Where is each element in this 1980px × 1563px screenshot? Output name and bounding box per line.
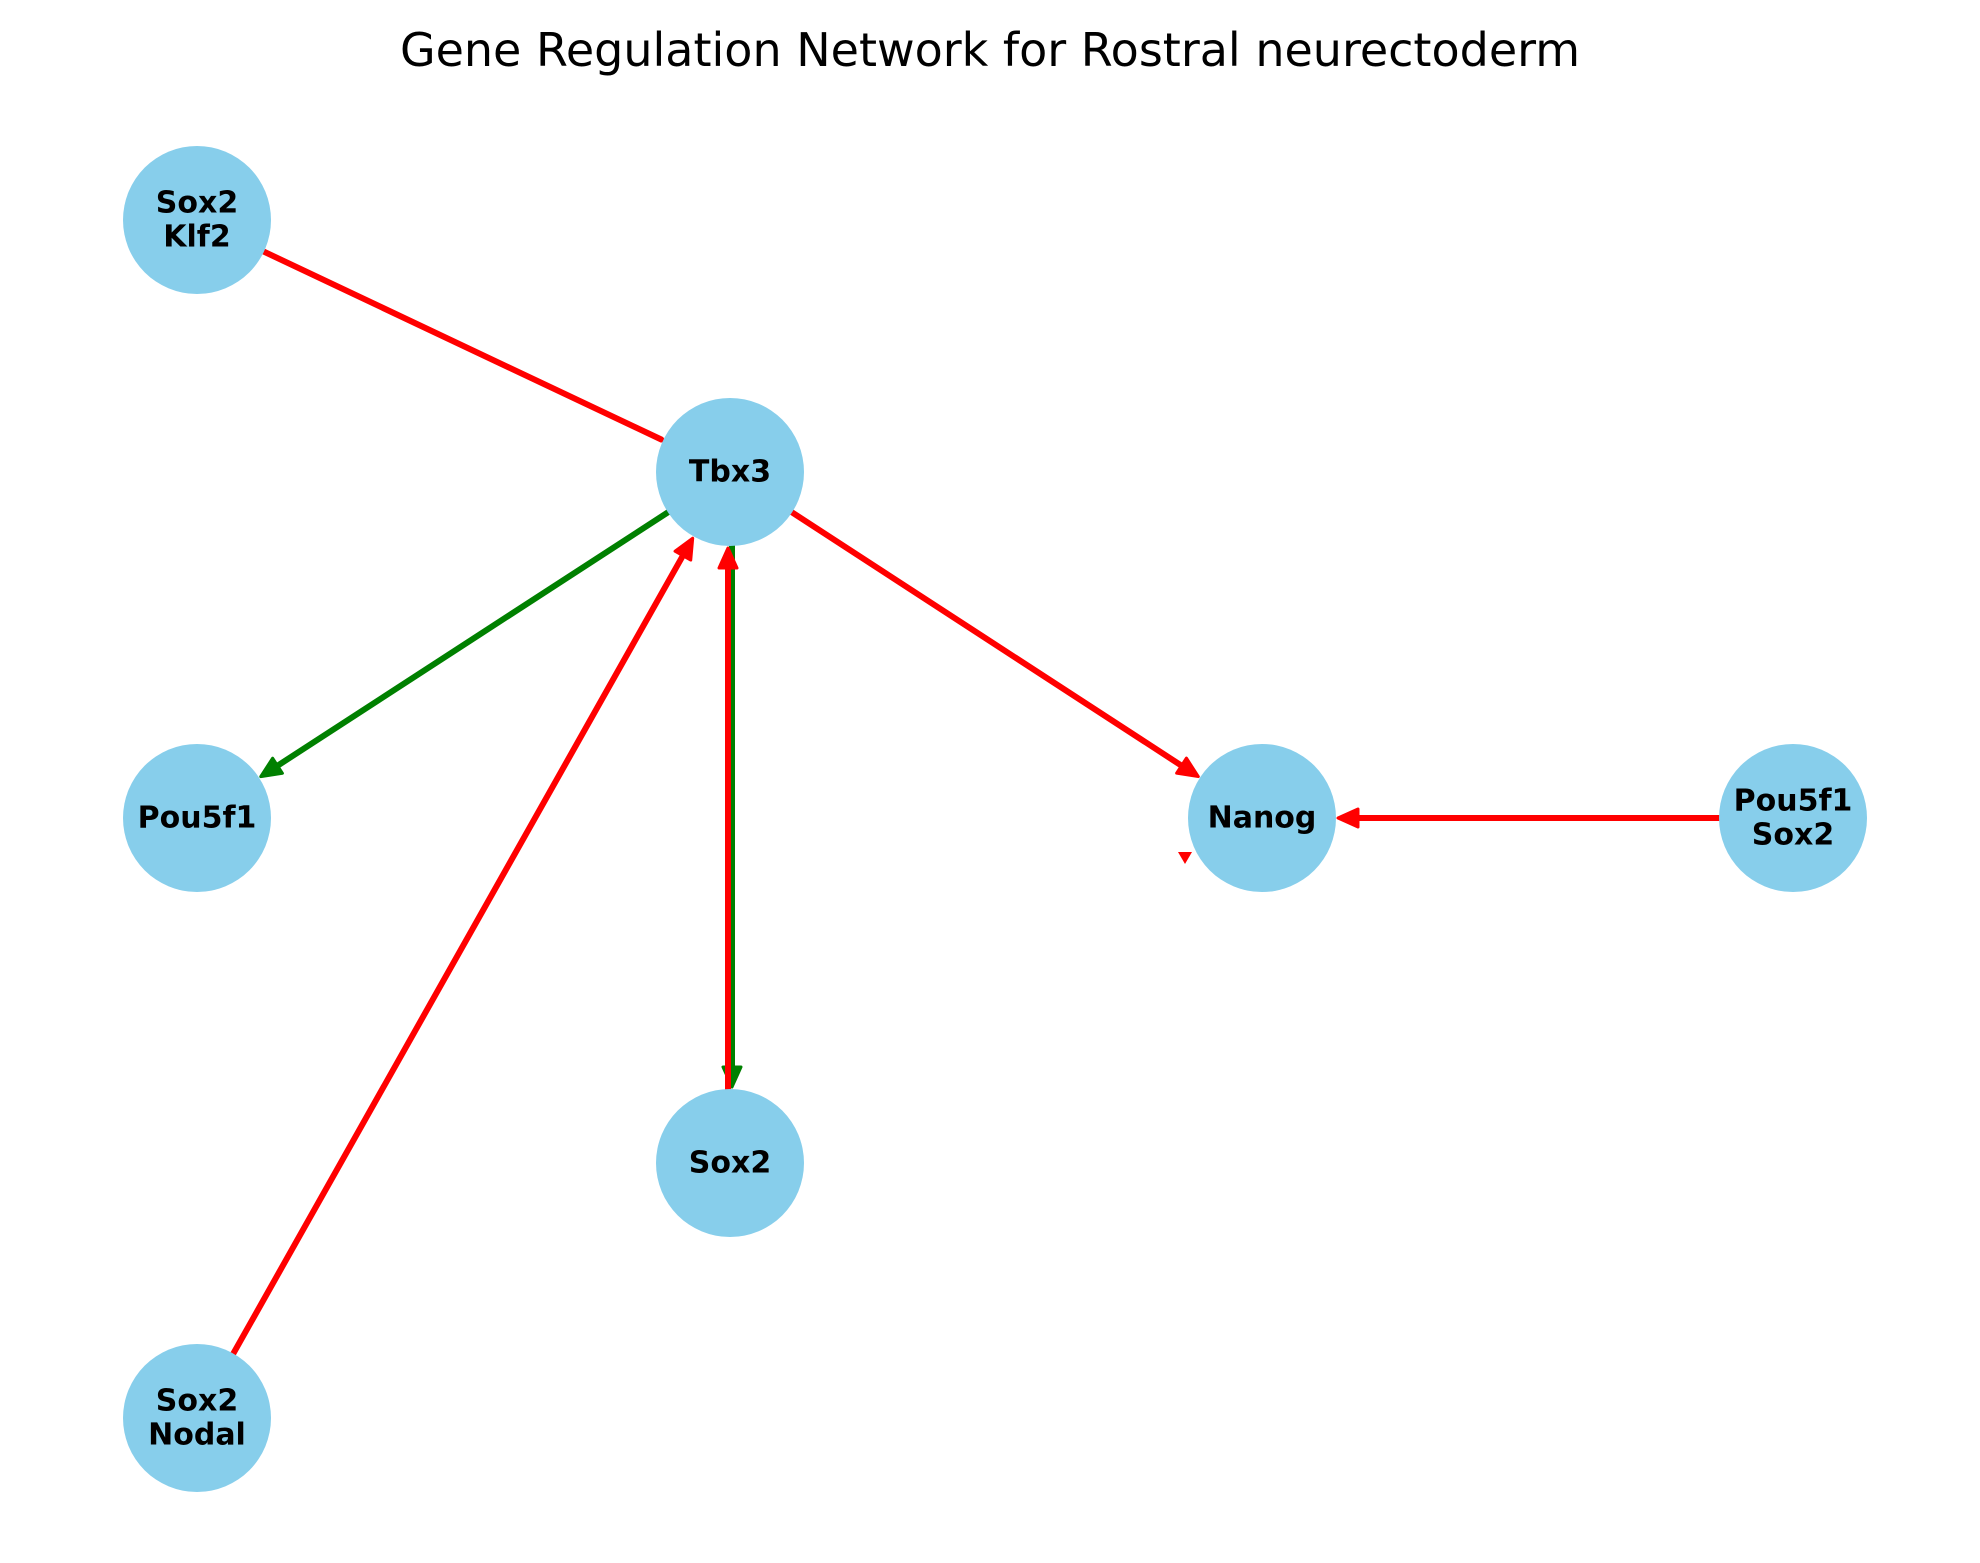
node-label: Pou5f1: [1734, 784, 1853, 819]
node-circle: [1188, 744, 1336, 892]
edge-line: [253, 245, 665, 443]
node-label: Sox2: [1752, 818, 1834, 853]
node-label: Pou5f1: [138, 801, 257, 836]
edge-arrowhead: [673, 536, 695, 562]
node-circle: [123, 744, 271, 892]
edge-line: [226, 545, 690, 1364]
node-circle: [123, 146, 271, 294]
edge-line: [267, 504, 678, 774]
node-label: Nanog: [1208, 801, 1317, 836]
node-circle: [656, 398, 804, 546]
node-circle: [656, 1089, 804, 1237]
node-circle: [123, 1344, 271, 1492]
nanog-self-loop-marker: [1178, 852, 1192, 864]
node-label: Klf2: [163, 220, 230, 255]
node-label: Sox2: [689, 1146, 771, 1181]
edge-tbx3-to-nanog: [782, 504, 1200, 779]
node-label: Sox2: [156, 186, 238, 221]
node-circle: [1719, 744, 1867, 892]
edge-sox2-to-tbx3: [717, 546, 739, 1100]
node-nanog: Nanog: [1188, 744, 1336, 892]
edge-tbx3-to-pou5f1: [259, 504, 678, 779]
node-label: Tbx3: [689, 455, 771, 490]
node-label: Nodal: [148, 1418, 246, 1453]
edge-sox2_nodal-to-tbx3: [226, 536, 695, 1364]
edge-arrowhead: [1336, 807, 1360, 829]
edge-arrowhead: [717, 546, 739, 570]
node-pou5f1: Pou5f1: [123, 744, 271, 892]
edge-arrowhead: [259, 756, 284, 779]
diagram-title: Gene Regulation Network for Rostral neur…: [400, 23, 1580, 77]
edge-arrowhead: [1175, 756, 1200, 779]
edges-layer: [226, 245, 1730, 1364]
edge-line: [782, 504, 1192, 774]
edge-pou5f1_sox2-to-nanog: [1336, 807, 1730, 829]
node-sox2: Sox2: [656, 1089, 804, 1237]
node-tbx3: Tbx3: [656, 398, 804, 546]
node-label: Sox2: [156, 1384, 238, 1419]
edge-sox2_klf2-to-tbx3: [253, 245, 665, 443]
